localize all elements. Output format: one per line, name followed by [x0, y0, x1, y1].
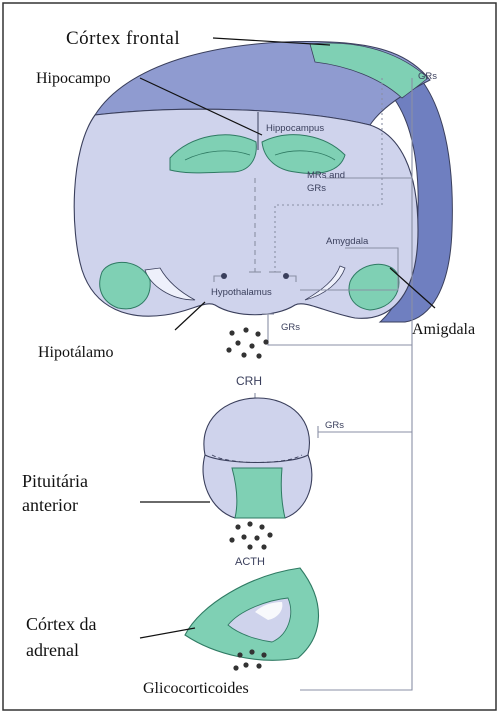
label-cortex-frontal: Córtex frontal: [66, 28, 180, 49]
label-crh: CRH: [236, 374, 262, 388]
label-amygdala-en: Amygdala: [326, 236, 369, 247]
amygdala-left: [100, 262, 150, 308]
label-hipocampo: Hipocampo: [36, 70, 111, 87]
label-grs-top: GRs: [418, 71, 437, 82]
label-amigdala: Amigdala: [412, 321, 475, 338]
label-adrenal-2: adrenal: [26, 640, 79, 660]
label-hypothalamus-en: Hypothalamus: [211, 287, 272, 298]
label-hippocampus-en: Hippocampus: [266, 123, 324, 134]
brain: [74, 42, 452, 322]
label-pituitaria-2: anterior: [22, 495, 78, 515]
label-pituitaria-1: Pituitária: [22, 471, 88, 491]
pituitary-anterior-teal: [232, 468, 285, 518]
label-adrenal-1: Córtex da: [26, 614, 96, 634]
label-grs-pit: GRs: [325, 420, 344, 431]
hyp-node-right: [283, 273, 289, 279]
label-hipotalamo: Hipotálamo: [38, 344, 114, 361]
label-mrs-grs-2: GRs: [307, 183, 326, 194]
hyp-node-left: [221, 273, 227, 279]
label-acth: ACTH: [235, 556, 265, 568]
pituitary: [203, 398, 312, 518]
label-mrs-grs-1: MRs and: [307, 170, 345, 181]
label-grs-hyp: GRs: [281, 322, 300, 333]
label-glicocorticoides: Glicocorticoides: [143, 680, 249, 697]
